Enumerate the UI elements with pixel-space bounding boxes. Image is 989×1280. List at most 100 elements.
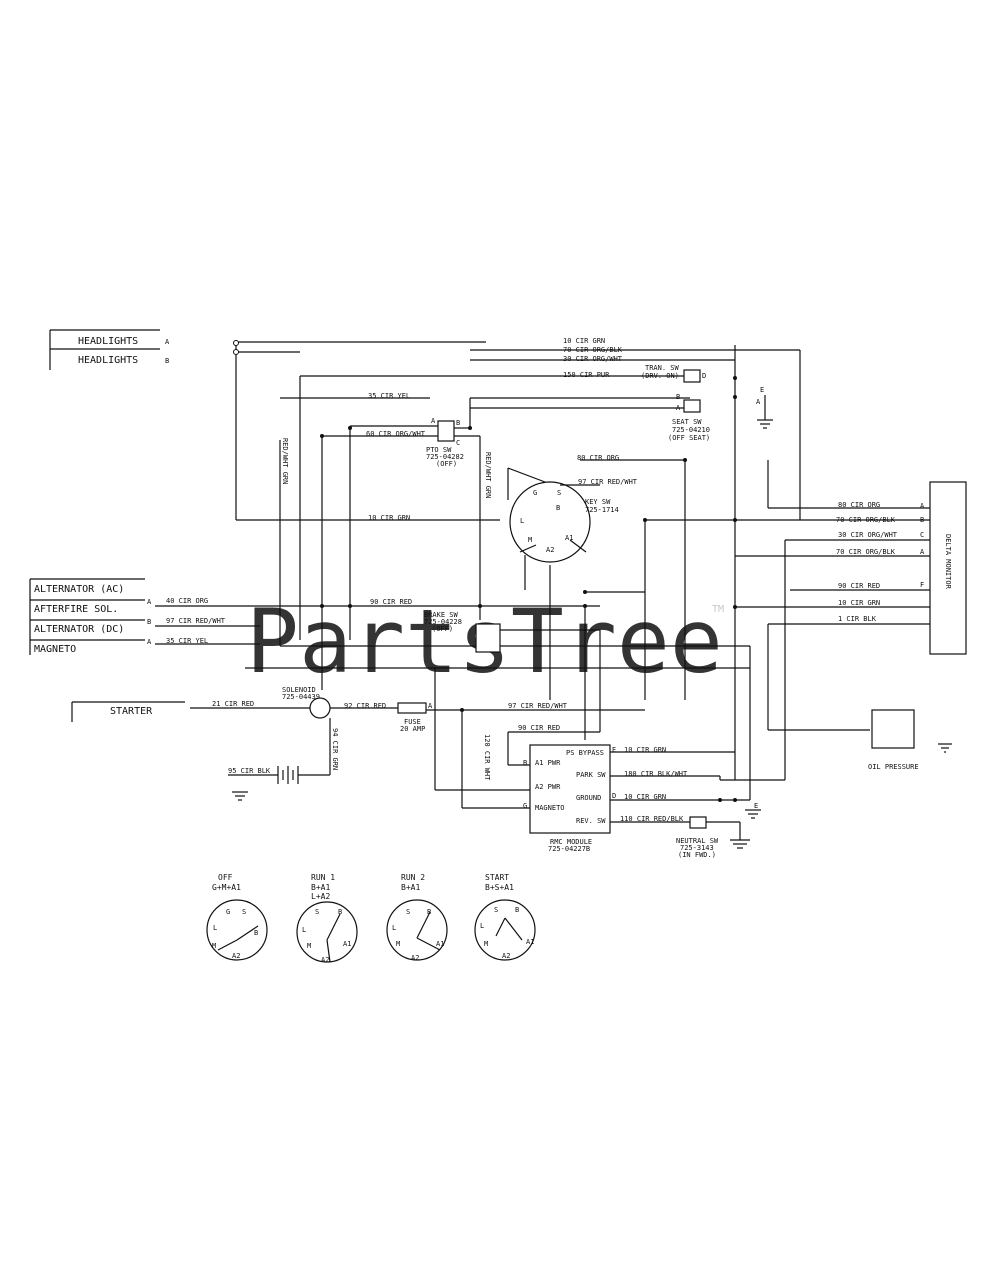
key-sw-label-2: 725-1714 — [585, 506, 619, 514]
top-wires: 10 CIR GRN 70 CIR ORG/BLK 30 CIR ORG/WHT… — [233, 337, 801, 780]
wire-120-wht: 120 CIR WHT — [483, 734, 491, 781]
position-off: OFF G+M+A1 G S L M B A2 — [206, 873, 268, 961]
headlights-b-pin: B — [165, 357, 169, 365]
key-switch: G S B L M A1 A2 KEY SW 725-1714 — [509, 481, 619, 563]
pos-off-b: B — [254, 929, 258, 937]
position-off-title: OFF — [218, 873, 233, 882]
pos-run2-a2: A2 — [411, 954, 419, 962]
rmc-wire-4: 110 CIR RED/BLK — [620, 815, 684, 823]
wire-97-redwht-key: 97 CIR RED/WHT — [578, 478, 638, 486]
delta-monitor-title: DELTA MONITOR — [944, 534, 952, 590]
pos-off-s: S — [242, 908, 246, 916]
wire-90-red-low: 90 CIR RED — [518, 724, 560, 732]
pos-start-a1: A1 — [526, 938, 534, 946]
wire-10-grn-top: 10 CIR GRN — [563, 337, 605, 345]
seat-sw-label-3: (OFF SEAT) — [668, 434, 710, 442]
key-pin-b: B — [556, 504, 560, 512]
pto-label-1: PTO SW — [426, 446, 452, 454]
seat-sw-pin-a: A — [676, 404, 681, 412]
delta-pin-c: C — [920, 531, 924, 539]
ground-pin-a: A — [756, 398, 761, 406]
position-run1-combo2: L+A2 — [311, 892, 330, 901]
pos-off-l: L — [213, 924, 217, 932]
pos-run2-l: L — [392, 924, 396, 932]
position-run2: RUN 2 B+A1 S B L M A1 A2 — [386, 873, 448, 962]
pos-start-m: M — [484, 940, 488, 948]
wire-10-grn-mid: 10 CIR GRN — [368, 514, 410, 522]
engine-afterfire-label: AFTERFIRE SOL. — [34, 604, 118, 615]
pos-run1-b: B — [338, 908, 342, 916]
wire-vertical-label: RED/WHT GRN — [484, 452, 492, 498]
position-off-combo: G+M+A1 — [212, 883, 241, 892]
pto-label-2: 725-04282 — [426, 453, 464, 461]
trans-switch: D TRAN. SW (DRV. ON) — [641, 364, 706, 383]
rmc-module: B G A1 PWR A2 PWR MAGNETO PS BYPASS PARK… — [523, 646, 785, 853]
key-pin-a2: A2 — [546, 546, 554, 554]
trans-sw-pin: D — [702, 372, 706, 380]
delta-pin-d: A — [920, 548, 925, 556]
pos-run1-m: M — [307, 942, 311, 950]
pos-run2-s: S — [406, 908, 410, 916]
solenoid-label-1: SOLENOID — [282, 686, 316, 694]
neutral-sw-label-2: 725-3143 — [680, 844, 714, 852]
pto-switch: A B C PTO SW 725-04282 (OFF) — [426, 417, 464, 468]
rmc-right-label-3: GROUND — [576, 794, 601, 802]
solenoid-label-2: 725-04439 — [282, 693, 320, 701]
rmc-left-label-2: A2 PWR — [535, 783, 561, 791]
position-start: START B+S+A1 S B L M A1 A2 — [474, 873, 536, 961]
rmc-wiring: 90 CIR RED 120 CIR WHT — [434, 630, 601, 809]
rmc-ground-pin: E — [754, 802, 758, 810]
fuse-label-1: FUSE — [404, 718, 421, 726]
pos-off-a2: A2 — [232, 952, 240, 960]
pto-pin-a: A — [431, 417, 436, 425]
pto-pin-c: C — [456, 439, 460, 447]
wire-70-orgblk-top: 70 CIR ORG/BLK — [563, 346, 623, 354]
neutral-sw-label-1: NEUTRAL SW — [676, 837, 719, 845]
rmc-right-pin-1: E — [612, 746, 616, 754]
pos-start-l: L — [480, 922, 484, 930]
delta-wire-a: 80 CIR ORG — [838, 501, 880, 509]
position-start-combo: B+S+A1 — [485, 883, 514, 892]
oil-pressure-label: OIL PRESSURE — [868, 763, 919, 771]
rmc-left-label-1: A1 PWR — [535, 759, 561, 767]
ground-pin-e: E — [760, 386, 764, 394]
engine-magneto-pin: A — [147, 638, 152, 646]
wire-150-pur: 150 CIR PUR — [563, 371, 610, 379]
wire-30-orgwht-top: 30 CIR ORG/WHT — [563, 355, 623, 363]
delta-wire-d: 70 CIR ORG/BLK — [836, 548, 896, 556]
pto-wiring: 60 CIR ORG/WHT RED/WHT GRN RED/WHT GRN — [281, 398, 492, 690]
wire-90-red-mid: 90 CIR RED — [370, 598, 412, 606]
watermark-tm: TM — [712, 604, 724, 615]
wire-94-grn: 94 CIR GRN — [331, 728, 339, 770]
delta-pin-b: B — [920, 516, 924, 524]
rmc-label-2: 725-04227B — [548, 845, 590, 853]
key-switch-wiring: 10 CIR GRN 80 CIR ORG 97 CIR RED/WHT — [236, 454, 800, 700]
rmc-left-pin-1: B — [523, 759, 527, 767]
pos-off-m: M — [212, 942, 216, 950]
seat-sw-label-2: 725-04210 — [672, 426, 710, 434]
brake-sw-label-2: 725-04228 — [424, 618, 462, 626]
wire-35-yel-engine: 35 CIR YEL — [166, 637, 208, 645]
wire-97-redwht-fuse: 97 CIR RED/WHT — [508, 702, 568, 710]
pos-run2-a1: A1 — [436, 940, 444, 948]
key-pin-l: L — [520, 517, 524, 525]
wire-21-red: 21 CIR RED — [212, 700, 254, 708]
key-pin-m: M — [528, 536, 532, 544]
pos-start-a2: A2 — [502, 952, 510, 960]
delta-wire-h: 1 CIR BLK — [838, 615, 877, 623]
solenoid: SOLENOID 725-04439 92 CIR RED 94 CIR GRN — [282, 686, 398, 775]
engine-alt-ac-pin: A — [147, 598, 152, 606]
headlights-a-pin: A — [165, 338, 170, 346]
key-sw-label-1: KEY SW — [585, 498, 611, 506]
rmc-right-label-4: REV. SW — [576, 817, 606, 825]
delta-wire-f: 90 CIR RED — [838, 582, 880, 590]
delta-pin-f: F — [920, 581, 924, 589]
engine-alt-dc-pin: B — [147, 618, 151, 626]
wire-35-yel-top: 35 CIR YEL — [368, 392, 410, 400]
fuse-label-2: 20 AMP — [400, 725, 425, 733]
delta-wire-b: 70 CIR ORG/BLK — [836, 516, 896, 524]
delta-wire-c: 30 CIR ORG/WHT — [838, 531, 898, 539]
wire-60-orgwht: 60 CIR ORG/WHT — [366, 430, 426, 438]
starter-label: STARTER — [110, 706, 153, 717]
engine-alt-ac-label: ALTERNATOR (AC) — [34, 584, 124, 595]
